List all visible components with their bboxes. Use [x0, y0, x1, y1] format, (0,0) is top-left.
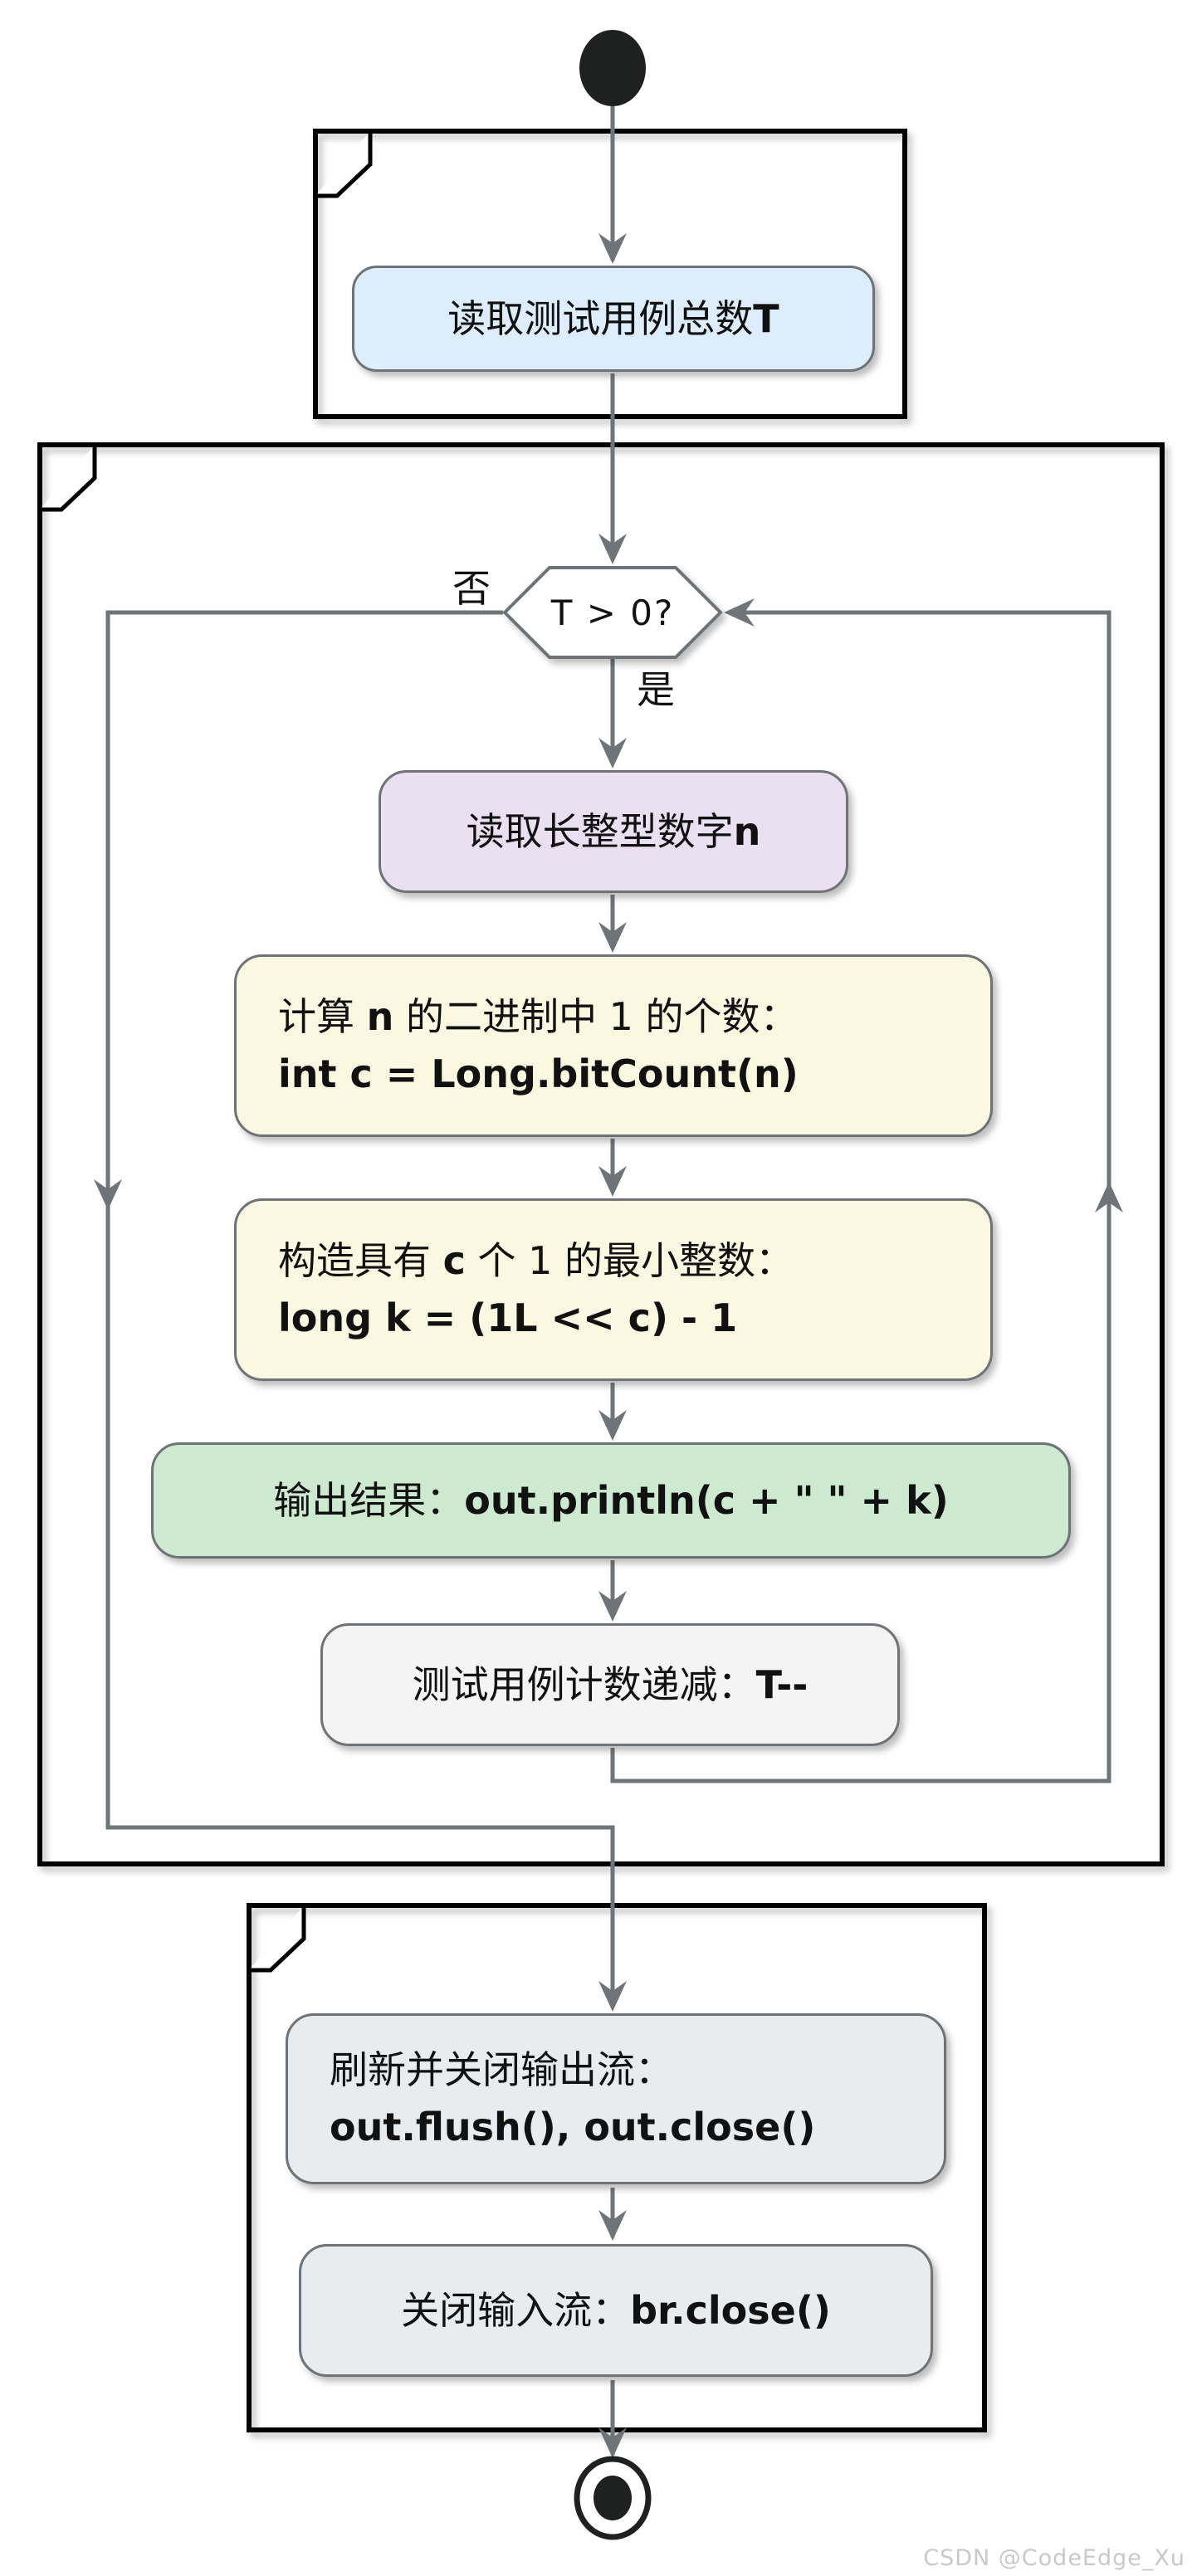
text-segment: 构造具有: [278, 1238, 443, 1283]
watermark: CSDN @CodeEdge_Xu: [923, 2545, 1185, 2571]
node-count-bits-line-1: 计算 n 的二进制中 1 的个数：: [278, 988, 799, 1046]
node-count-bits-line-2: int c = Long.bitCount(n): [278, 1046, 799, 1103]
arrowhead-icon: [598, 922, 627, 953]
arrowhead-icon: [598, 1591, 627, 1622]
frame-corner-notch-icon: [315, 131, 373, 198]
node-read-n: 读取长整型数字 n: [379, 770, 848, 893]
text-segment: n: [366, 994, 394, 1039]
text-segment: T--: [755, 1661, 809, 1707]
branch-label-yes: 是: [637, 667, 675, 712]
arrowhead-icon: [598, 2210, 627, 2241]
text-segment: n: [733, 808, 761, 854]
frame-border: [313, 129, 907, 419]
frame-border: [37, 442, 1165, 1866]
node-read-total: 读取测试用例总数 T: [352, 266, 875, 372]
arrowhead-icon: [598, 1410, 627, 1441]
start-node: [579, 30, 646, 106]
text-segment: int c = Long.bitCount(n): [278, 1051, 799, 1096]
arrowhead-icon: [598, 534, 627, 564]
arrowhead-icon: [598, 2427, 627, 2458]
end-node: [574, 2456, 652, 2540]
edge-loop-back: [610, 610, 1111, 1783]
node-flush-close-output: 刷新并关闭输出流： out.flush(), out.close(): [286, 2013, 946, 2184]
arrowhead-icon: [598, 738, 627, 768]
text-segment: 测试用例计数递减：: [412, 1661, 756, 1707]
text-segment: T: [753, 295, 779, 341]
text-segment: 输出结果：: [273, 1477, 465, 1523]
frame-border: [247, 1903, 987, 2432]
end-node-dot: [594, 2476, 632, 2520]
branch-label-no: 否: [452, 566, 491, 611]
node-decrement-t: 测试用例计数递减：T--: [320, 1623, 900, 1746]
node-build-k-line-2: long k = (1L << c) - 1: [278, 1290, 737, 1347]
text-segment: out.println(c + " " + k): [464, 1477, 949, 1523]
arrowhead-icon: [598, 1981, 627, 2012]
node-flush-close-line-1: 刷新并关闭输出流：: [330, 2042, 673, 2099]
arrowhead-icon: [724, 598, 755, 627]
frame-cleanup: [247, 1903, 987, 2432]
node-close-input: 关闭输入流： br.close(): [299, 2244, 933, 2377]
edge-no-branch: [105, 610, 615, 2007]
text-segment: 个 1 的最小整数：: [465, 1238, 794, 1283]
text-segment: c: [442, 1238, 466, 1283]
text-segment: br.close(): [630, 2287, 831, 2333]
arrowhead-icon: [598, 1166, 627, 1197]
frame-read-input: [313, 129, 907, 419]
frame-corner-notch-icon: [249, 1905, 306, 1973]
node-flush-close-line-2: out.flush(), out.close(): [330, 2099, 815, 2156]
text-segment: 刷新并关闭输出流：: [330, 2047, 673, 2092]
node-build-k: 构造具有 c 个 1 的最小整数： long k = (1L << c) - 1: [234, 1198, 993, 1381]
node-output-result: 输出结果： out.println(c + " " + k): [151, 1442, 1071, 1559]
arrowhead-icon: [1095, 1182, 1123, 1212]
frame-corner-notch-icon: [40, 445, 97, 512]
text-segment: 的二进制中 1 的个数：: [393, 994, 799, 1039]
arrowhead-icon: [598, 233, 627, 264]
arrowhead-icon: [94, 1179, 122, 1210]
text-segment: 计算: [278, 994, 367, 1039]
node-build-k-line-1: 构造具有 c 个 1 的最小整数：: [278, 1232, 794, 1290]
text-segment: 读取长整型数字: [466, 808, 734, 854]
text-segment: out.flush(), out.close(): [330, 2105, 816, 2149]
node-count-bits: 计算 n 的二进制中 1 的个数： int c = Long.bitCount(…: [234, 954, 993, 1137]
frame-main-loop: [37, 442, 1165, 1866]
text-segment: 关闭输入流：: [401, 2287, 631, 2333]
text-segment: 读取测试用例总数: [447, 295, 754, 341]
decision-hexagon: [502, 566, 723, 659]
text-segment: long k = (1L << c) - 1: [278, 1295, 738, 1340]
decision-condition-label: T > 0?: [550, 592, 675, 633]
